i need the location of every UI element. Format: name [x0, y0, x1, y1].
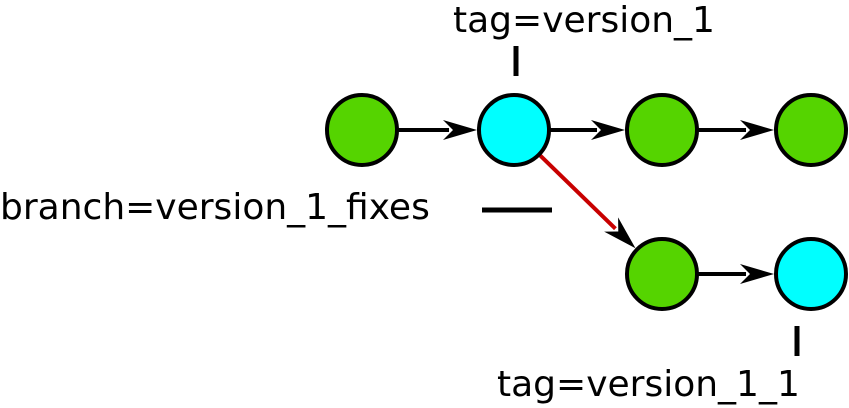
commit-node-c3: [625, 93, 699, 167]
arrowhead-b1-b2: [740, 264, 774, 284]
commit-node-c4: [774, 93, 848, 167]
commits-group: [325, 93, 848, 311]
tag-top-label: tag=version_1: [453, 0, 715, 41]
commit-node-b1: [625, 237, 699, 311]
arrowhead-c2-b1: [604, 217, 636, 249]
arrowhead-c1-c2: [443, 120, 477, 140]
commit-node-c1: [325, 93, 399, 167]
arrowhead-c2-c3: [591, 120, 625, 140]
commit-node-b2: [774, 237, 848, 311]
commit-node-c2: [477, 93, 551, 167]
branch-label: branch=version_1_fixes: [0, 187, 430, 228]
edges-group: [397, 120, 774, 284]
edge-c2-b1: [537, 152, 617, 231]
arrowhead-c3-c4: [740, 120, 774, 140]
tag-bottom-label: tag=version_1_1: [497, 364, 800, 405]
